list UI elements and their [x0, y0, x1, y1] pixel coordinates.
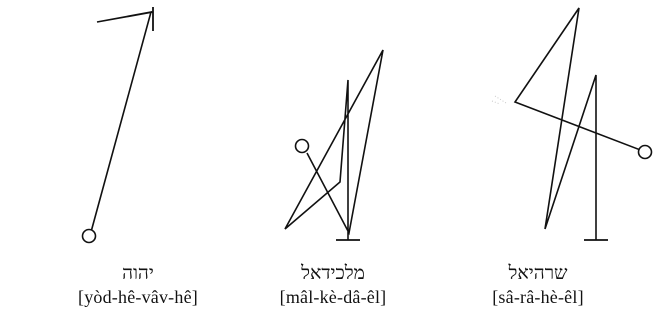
sigil-malkidael-start-circle — [296, 140, 309, 153]
transliteration: [sâ-râ-hè-êl] — [463, 286, 613, 308]
caption-sarahiel: שרהיאל [sâ-râ-hè-êl] — [463, 262, 613, 312]
transliteration: [yòd-hê-vâv-hê] — [68, 286, 208, 308]
sigil-sarahiel-start-circle — [639, 146, 652, 159]
sigil-malkidael — [285, 50, 383, 240]
sigil-sarahiel-stroke — [515, 8, 643, 240]
hebrew-name: שרהיאל — [463, 262, 613, 284]
sigil-sarahiel-faint-mark — [492, 96, 506, 104]
hebrew-name: יהוה — [68, 262, 208, 284]
transliteration: [mâl-kè-dâ-êl] — [258, 286, 408, 308]
sigil-yhvh — [83, 7, 154, 243]
hebrew-name: מלכידאל — [258, 262, 408, 284]
caption-yhvh: יהוה [yòd-hê-vâv-hê] — [68, 262, 208, 312]
sigil-yhvh-stroke — [91, 12, 153, 232]
sigil-yhvh-start-circle — [83, 230, 96, 243]
sigil-sarahiel — [492, 8, 652, 240]
caption-malkidael: מלכידאל [mâl-kè-dâ-êl] — [258, 262, 408, 312]
